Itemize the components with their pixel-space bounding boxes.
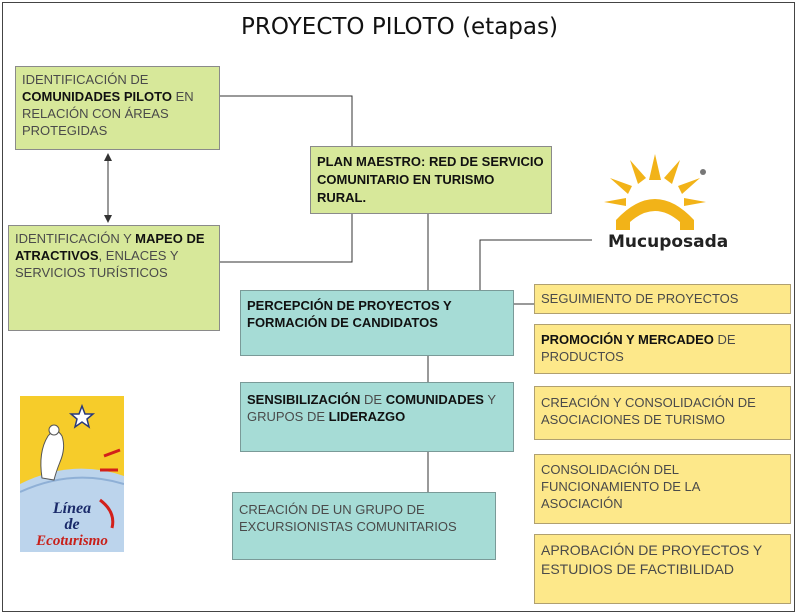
excursionistas-box: CREACIÓN DE UN GRUPO DE EXCURSIONISTAS C… <box>232 492 496 560</box>
aprobacion-proyectos-box: APROBACIÓN DE PROYECTOS Y ESTUDIOS DE FA… <box>534 534 791 604</box>
mucuposada-wordmark: Mucuposada <box>608 232 729 252</box>
mucuposada-logo-icon <box>604 154 706 230</box>
comunidades-piloto-box: IDENTIFICACIÓN DE COMUNIDADES PILOTO EN … <box>15 66 220 150</box>
plan-maestro-box: PLAN MAESTRO: RED DE SERVICIO COMUNITARI… <box>310 146 552 214</box>
percepcion-proyectos-box: PERCEPCIÓN DE PROYECTOS Y FORMACIÓN DE C… <box>240 290 514 356</box>
funcionamiento-asociacion-box: CONSOLIDACIÓN DEL FUNCIONAMIENTO DE LA A… <box>534 454 791 524</box>
linea-ecoturismo-logo-icon <box>20 396 124 552</box>
ecoturismo-line3: Ecoturismo <box>36 533 108 549</box>
asociaciones-turismo-box: CREACIÓN Y CONSOLIDACIÓN DE ASOCIACIONES… <box>534 386 791 440</box>
mapeo-atractivos-box: IDENTIFICACIÓN Y MAPEO DE ATRACTIVOS, EN… <box>8 225 220 331</box>
sensibilizacion-box: SENSIBILIZACIÓN DE COMUNIDADES Y GRUPOS … <box>240 382 514 452</box>
page-title: PROYECTO PILOTO (etapas) <box>241 14 558 40</box>
ecoturismo-line1: Línea <box>52 500 92 517</box>
seguimiento-proyectos-box: SEGUIMIENTO DE PROYECTOS <box>534 284 791 314</box>
ecoturismo-line2: de <box>64 516 80 533</box>
promocion-mercadeo-box: PROMOCIÓN Y MERCADEO DE PRODUCTOS <box>534 324 791 374</box>
